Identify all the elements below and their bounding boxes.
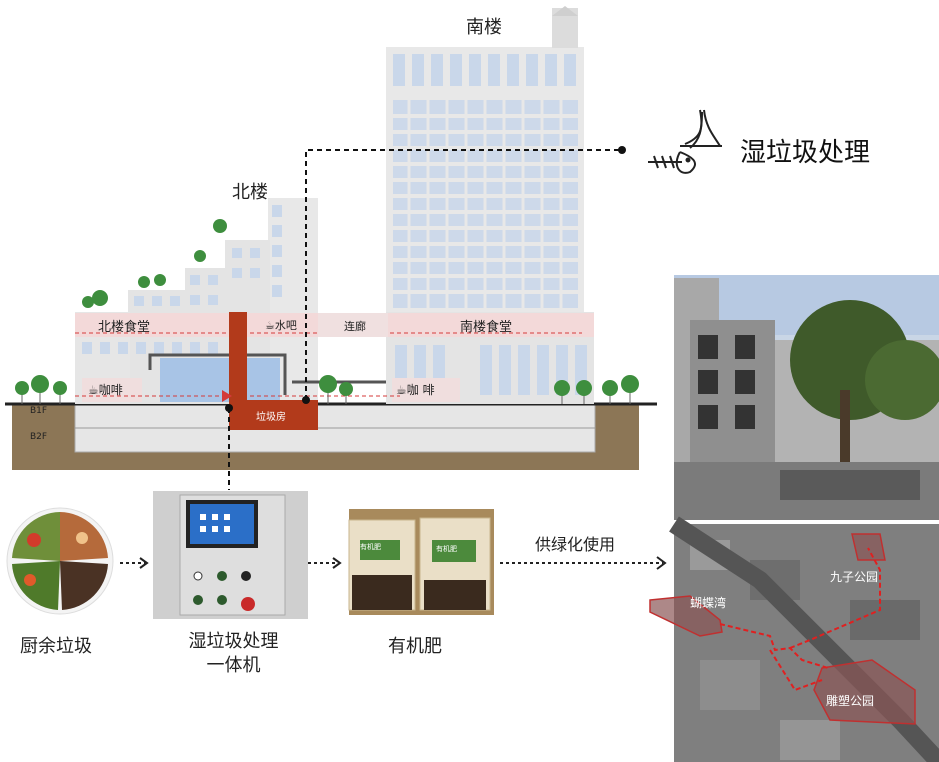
corridor-label: 连廊 — [344, 320, 366, 333]
b2f-label: B2F — [30, 432, 48, 442]
b1f-label: B1F — [30, 406, 48, 416]
south-tower-label: 南楼 — [466, 17, 502, 38]
north-tower-label: 北楼 — [232, 182, 268, 203]
cup-icon: ☕ — [88, 383, 99, 397]
diagram-title: 湿垃圾处理 — [740, 138, 871, 168]
processing-machine — [153, 491, 308, 619]
trees — [15, 219, 639, 404]
fish-bone-icon — [648, 151, 696, 174]
cafe-left-text: 咖啡 — [98, 383, 123, 397]
step4-caption: 供绿化使用 — [535, 535, 616, 554]
north-canteen-label: 北楼食堂 — [98, 320, 151, 335]
map-label-park-a: 九子公园 — [830, 570, 879, 584]
step2-line1: 湿垃圾处理 — [188, 631, 279, 652]
bag-text-left: 有机肥 — [360, 543, 381, 551]
route-to-title — [305, 149, 622, 400]
satellite-map — [649, 516, 939, 762]
water-bar-label: ☕水吧 — [265, 317, 297, 333]
garbage-room-label: 垃圾房 — [256, 412, 286, 423]
map-label-park-b: 蝴蝶湾 — [690, 596, 727, 610]
fertilizer-bags — [348, 509, 494, 615]
water-bar-text: 水吧 — [274, 319, 297, 332]
bag-text-right: 有机肥 — [436, 545, 457, 553]
food-plate-icon — [6, 507, 114, 615]
south-tower — [386, 6, 594, 404]
step2-line2: 一体机 — [206, 655, 261, 676]
step1-label: 厨余垃圾 — [20, 636, 92, 657]
cafe-left-label: ☕咖啡 — [88, 381, 123, 398]
cup-icon: ☕ — [396, 383, 407, 397]
garbage-duct — [222, 312, 318, 430]
cup-icon: ☕ — [265, 319, 275, 332]
banana-peel-icon — [680, 109, 722, 149]
step2-label: 湿垃圾处理 一体机 — [186, 630, 281, 678]
flow-arrows — [120, 556, 667, 570]
step3-label: 有机肥 — [388, 636, 442, 657]
cafe-right-text: 咖 啡 — [406, 383, 435, 397]
cafe-right-label: ☕咖 啡 — [396, 381, 435, 398]
courtyard-photo — [674, 275, 939, 520]
south-canteen-label: 南楼食堂 — [460, 320, 513, 335]
map-label-park-c: 雕塑公园 — [826, 694, 875, 708]
